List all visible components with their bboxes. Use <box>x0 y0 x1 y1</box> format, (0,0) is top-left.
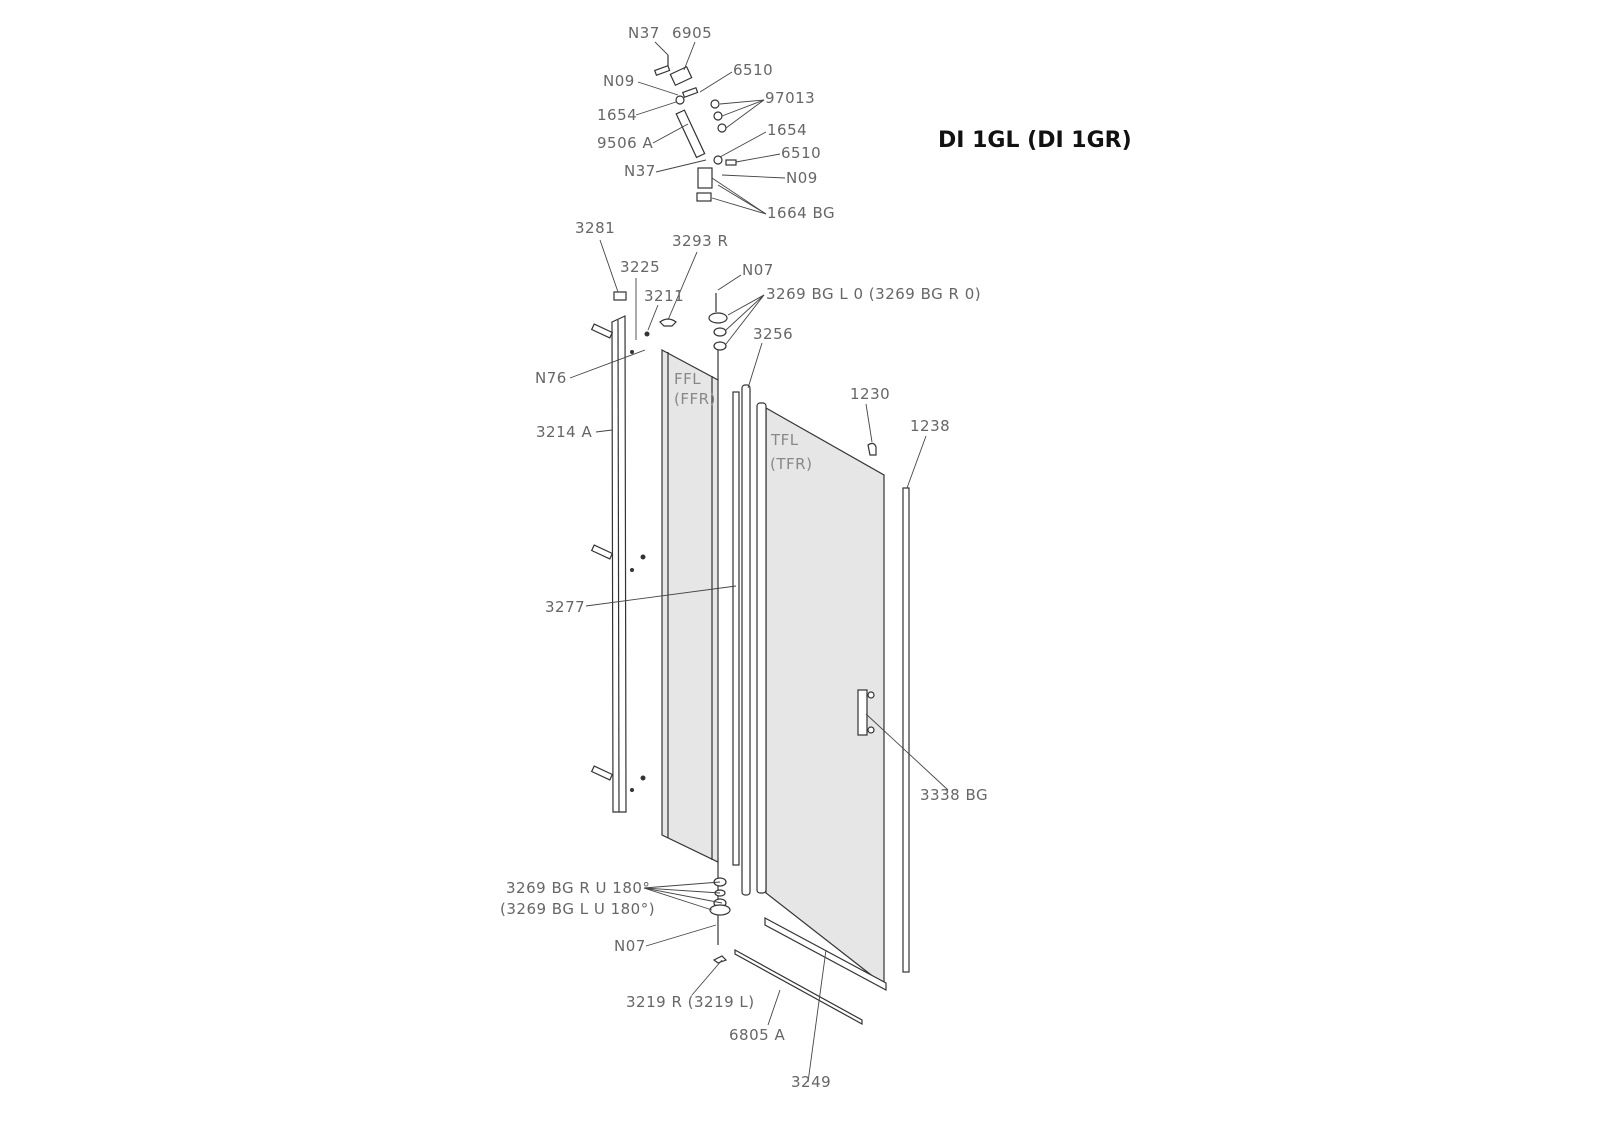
top-hinge-assembly <box>653 55 737 202</box>
door-panel-tfl <box>756 402 885 987</box>
top-pivot <box>708 293 728 380</box>
label-1664bg: 1664 BG <box>767 204 835 222</box>
label-n07: N07 <box>614 937 646 955</box>
label-6510: 6510 <box>733 61 773 79</box>
label-3338bg: 3338 BG <box>920 786 988 804</box>
part-labels: N37 6905 N09 6510 97013 1654 9506 A 1654… <box>500 24 988 1091</box>
label-3269-top: 3269 BG L 0 (3269 BG R 0) <box>766 285 981 303</box>
label-3249: 3249 <box>791 1073 831 1091</box>
label-ffl: FFL <box>674 370 701 388</box>
seal-strip-3277 <box>732 391 740 866</box>
label-3293r: 3293 R <box>672 232 728 250</box>
label-1654: 1654 <box>597 106 637 124</box>
label-3277: 3277 <box>545 598 585 616</box>
label-1238: 1238 <box>910 417 950 435</box>
label-n09: N09 <box>786 169 818 187</box>
label-1230: 1230 <box>850 385 890 403</box>
label-tfl: TFL <box>770 431 799 449</box>
label-n76: N76 <box>535 369 567 387</box>
diagram-title: DI 1GL (DI 1GR) <box>938 128 1132 153</box>
profile-3256 <box>741 384 751 896</box>
label-3219: 3219 R (3219 L) <box>626 993 755 1011</box>
label-ffr: (FFR) <box>674 390 716 408</box>
label-1654: 1654 <box>767 121 807 139</box>
label-3211: 3211 <box>644 287 684 305</box>
label-3269-bottom: 3269 BG R U 180° <box>506 879 650 897</box>
label-6805a: 6805 A <box>729 1026 785 1044</box>
label-97013: 97013 <box>765 89 815 107</box>
profile-1238 <box>902 487 910 973</box>
hook-1230 <box>867 442 877 456</box>
label-3225: 3225 <box>620 258 660 276</box>
label-n07: N07 <box>742 261 774 279</box>
label-3269-bottom-alt: (3269 BG L U 180°) <box>500 900 655 918</box>
fixed-panel-ffl <box>661 348 719 863</box>
label-n09: N09 <box>603 72 635 90</box>
bottom-pivot <box>709 862 731 964</box>
label-tfr: (TFR) <box>770 455 812 473</box>
label-n37: N37 <box>624 162 656 180</box>
label-3256: 3256 <box>753 325 793 343</box>
label-6510: 6510 <box>781 144 821 162</box>
wall-profile-3214a <box>590 291 677 813</box>
label-6905: 6905 <box>672 24 712 42</box>
label-3214a: 3214 A <box>536 423 592 441</box>
handle-3338bg <box>857 689 868 736</box>
label-n37: N37 <box>628 24 660 42</box>
wall-anchors <box>590 323 650 792</box>
label-9506a: 9506 A <box>597 134 653 152</box>
label-3281: 3281 <box>575 219 615 237</box>
leader-lines <box>569 41 949 1083</box>
